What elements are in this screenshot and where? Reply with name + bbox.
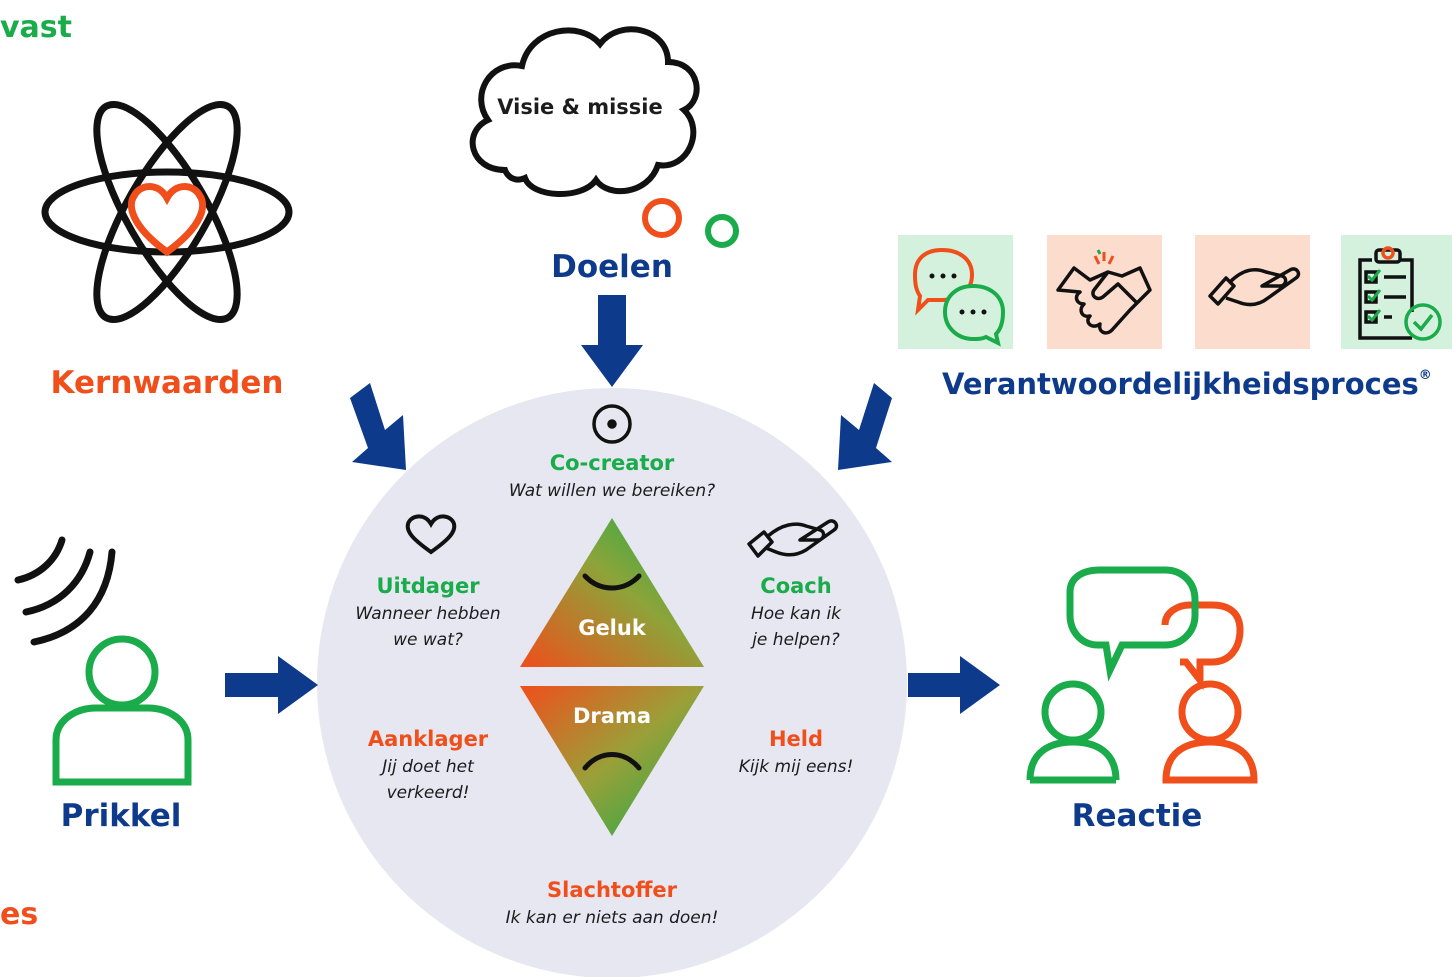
- verantwoordelijkheidsproces-text: Verantwoordelijkheidsproces: [942, 367, 1419, 401]
- partial-heading-bottom: es: [0, 897, 39, 932]
- registered-mark: ®: [1418, 368, 1432, 384]
- arrow-right-prikkel: [225, 656, 318, 714]
- aanklager-subtitle-2: verkeerd!: [386, 783, 470, 803]
- geluk-label: Geluk: [578, 616, 646, 640]
- helping-hand-icon: [1208, 267, 1301, 307]
- triangle-drama: [520, 686, 704, 836]
- held-title: Held: [768, 727, 824, 751]
- aanklager-title: Aanklager: [367, 727, 489, 751]
- aanklager-subtitle-1: Jij doet het: [382, 757, 474, 777]
- visie-missie-label: Visie & missie: [497, 95, 663, 119]
- arrow-diag-right: [838, 383, 892, 470]
- target-icon: [592, 404, 632, 444]
- smile-icon: [582, 573, 642, 591]
- thought-bubble-small: [705, 214, 739, 248]
- arrow-diag-left: [350, 383, 406, 470]
- arrow-down-doelen: [581, 295, 643, 387]
- uitdager-title: Uitdager: [376, 574, 480, 598]
- coach-hand-icon: [747, 519, 839, 558]
- triangle-geluk: [520, 518, 704, 667]
- cocreator-subtitle: Wat willen we bereiken?: [508, 481, 716, 501]
- partial-heading-top: vast: [0, 10, 72, 45]
- uitdager-subtitle-1: Wanneer hebben: [355, 604, 501, 624]
- heart-outline-icon: [405, 514, 457, 555]
- prikkel-label: Prikkel: [60, 798, 182, 834]
- thought-cloud-icon: [469, 26, 700, 197]
- atom-heart-icon: [41, 100, 293, 324]
- frown-icon: [582, 752, 642, 771]
- uitdager-subtitle-2: we wat?: [393, 630, 463, 650]
- coach-subtitle-1: Hoe kan ik: [750, 604, 842, 624]
- signal-waves-icon: [14, 536, 116, 646]
- checklist-icon: [1358, 246, 1442, 341]
- cocreator-title: Co-creator: [549, 451, 675, 475]
- person-icon: [52, 635, 192, 786]
- thought-bubble-large: [642, 198, 682, 238]
- arrows: [225, 295, 1000, 714]
- verantwoordelijkheidsproces-label: Verantwoordelijkheidsproces®: [942, 367, 1432, 401]
- coach-title: Coach: [760, 574, 832, 598]
- kernwaarden-label: Kernwaarden: [50, 365, 284, 401]
- handshake-icon: [1056, 249, 1152, 335]
- held-subtitle: Kijk mij eens!: [738, 757, 854, 777]
- chat-bubbles-icon: [912, 247, 1006, 347]
- arrow-right-reactie: [908, 656, 1000, 714]
- drama-label: Drama: [572, 704, 652, 728]
- slachtoffer-title: Slachtoffer: [547, 878, 677, 902]
- conversation-people-icon: [1026, 566, 1258, 784]
- slachtoffer-subtitle: Ik kan er niets aan doen!: [505, 908, 719, 928]
- coach-subtitle-2: je helpen?: [752, 630, 840, 650]
- reactie-label: Reactie: [1071, 798, 1203, 834]
- doelen-label: Doelen: [551, 249, 673, 285]
